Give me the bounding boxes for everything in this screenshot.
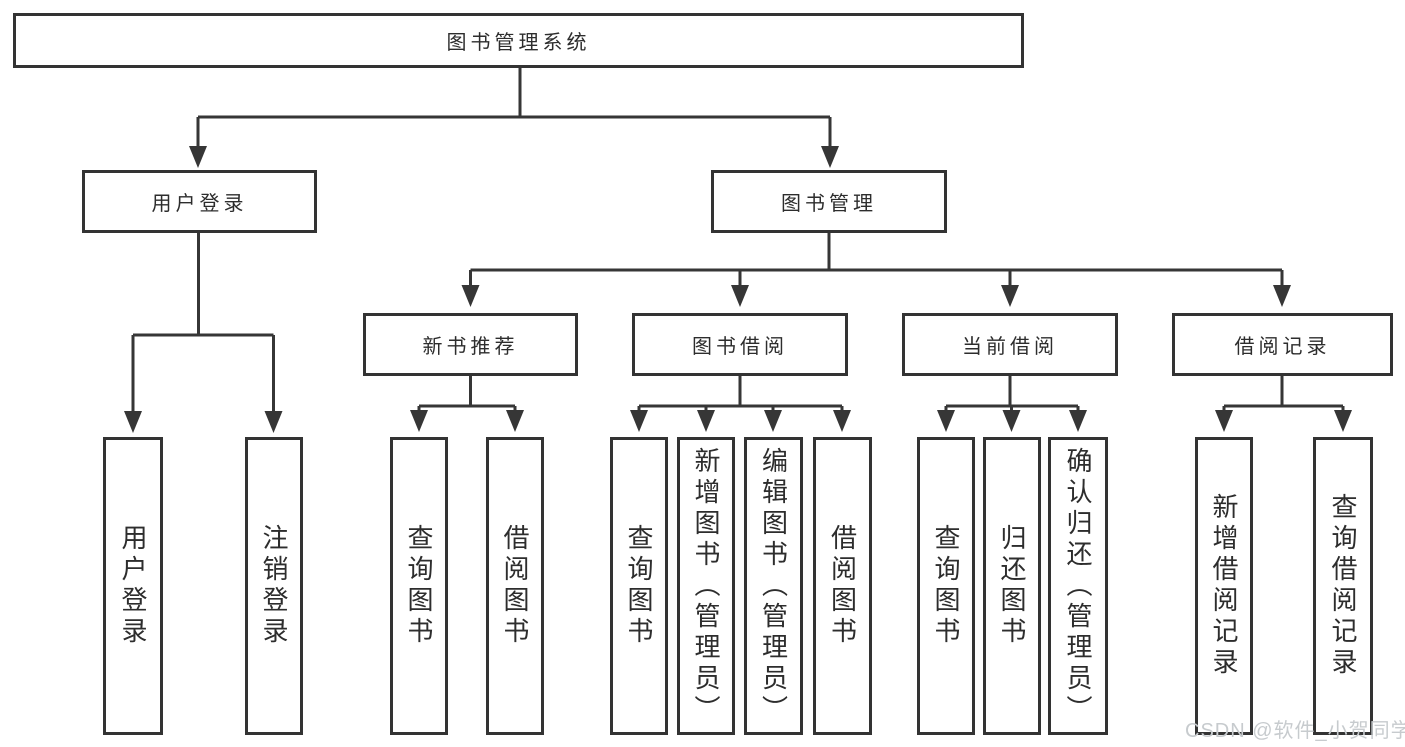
node-leaf-add-borrow-record-label: 新增借阅记录 [1209,493,1239,679]
connector-user-login-to-children [124,233,283,433]
node-leaf-query-book-1: 查询图书 [390,437,448,735]
node-leaf-add-book-admin-label: 新增图书（管理员） [691,446,721,726]
node-leaf-query-book-2-label: 查询图书 [624,524,654,648]
connector-root-to-level2 [189,68,839,168]
node-leaf-add-book-admin: 新增图书（管理员） [677,437,735,735]
node-borrow-record: 借阅记录 [1172,313,1393,376]
node-book-mgmt-label: 图书管理 [781,193,877,215]
node-leaf-query-borrow-record-label: 查询借阅记录 [1328,493,1358,679]
node-leaf-borrow-book-1: 借阅图书 [486,437,544,735]
node-leaf-borrow-book-2-label: 借阅图书 [827,524,858,648]
node-book-borrow-label: 图书借阅 [692,336,788,358]
connector-current-borrow-to-children [937,376,1087,432]
node-new-book-recommend-label: 新书推荐 [422,336,519,358]
connector-borrow-record-to-children [1215,376,1352,432]
node-leaf-user-login-label: 用户登录 [118,524,148,648]
node-leaf-query-book-2: 查询图书 [610,437,668,735]
node-leaf-logout: 注销登录 [245,437,303,735]
node-leaf-logout-label: 注销登录 [259,524,289,648]
node-leaf-user-login: 用户登录 [103,437,163,735]
node-user-login-label: 用户登录 [151,193,248,215]
node-leaf-confirm-return-admin-label: 确认归还（管理员） [1063,446,1093,726]
connector-book-borrow-to-children [630,376,851,432]
node-new-book-recommend: 新书推荐 [363,313,578,376]
node-leaf-query-book-3-label: 查询图书 [931,524,961,648]
node-leaf-return-book: 归还图书 [983,437,1041,735]
node-leaf-query-book-1-label: 查询图书 [404,524,434,648]
node-leaf-query-borrow-record: 查询借阅记录 [1313,437,1373,735]
node-leaf-return-book-label: 归还图书 [997,524,1027,648]
node-leaf-add-borrow-record: 新增借阅记录 [1195,437,1253,735]
node-leaf-edit-book-admin-label: 编辑图书（管理员） [758,446,789,726]
node-root-label: 图书管理系统 [446,32,591,54]
node-borrow-record-label: 借阅记录 [1234,336,1331,358]
node-leaf-query-book-3: 查询图书 [917,437,975,735]
node-current-borrow: 当前借阅 [902,313,1118,376]
node-leaf-borrow-book-2: 借阅图书 [813,437,872,735]
node-root: 图书管理系统 [13,13,1024,68]
node-user-login: 用户登录 [82,170,317,233]
node-leaf-confirm-return-admin: 确认归还（管理员） [1048,437,1108,735]
watermark: CSDN @软件_小贺同学 [1185,720,1405,742]
node-leaf-edit-book-admin: 编辑图书（管理员） [744,437,803,735]
connector-new-book-to-children [410,376,524,432]
node-book-borrow: 图书借阅 [632,313,848,376]
node-book-mgmt: 图书管理 [711,170,947,233]
node-current-borrow-label: 当前借阅 [962,336,1058,358]
node-leaf-borrow-book-1-label: 借阅图书 [500,524,530,648]
connector-book-mgmt-to-level3 [461,233,1291,307]
